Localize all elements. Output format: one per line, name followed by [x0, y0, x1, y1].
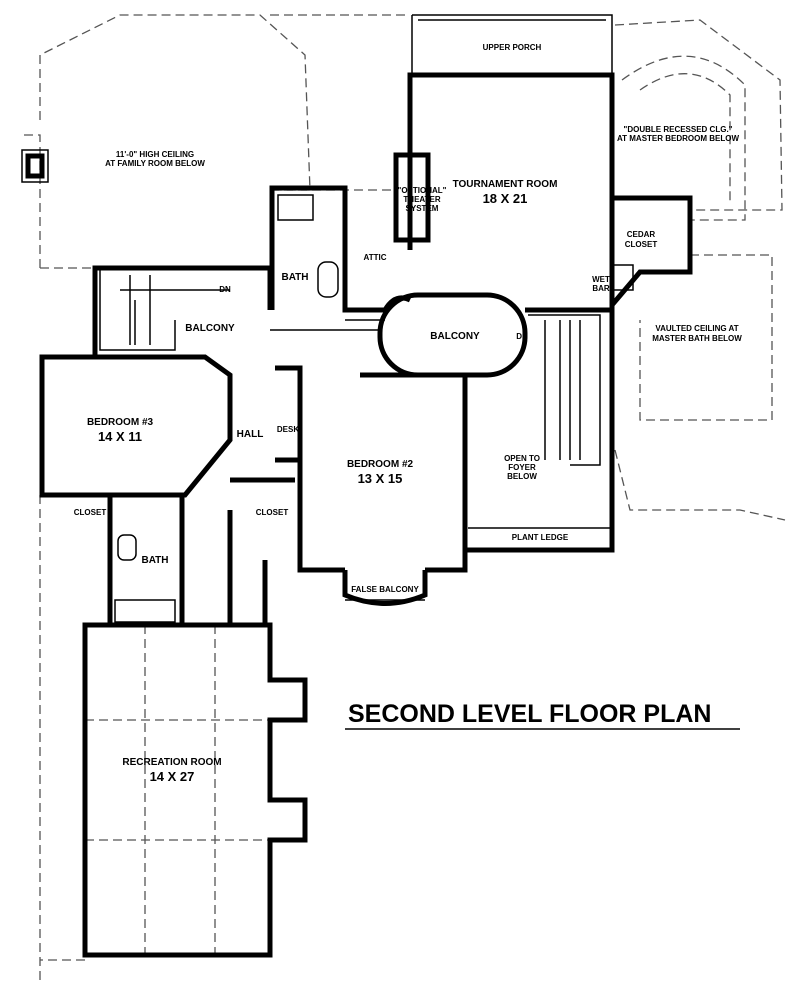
cedar-closet-label-2: CLOSET — [625, 240, 658, 249]
dn-left-label: DN — [219, 285, 231, 294]
hall-label: HALL — [237, 429, 264, 440]
master-bedroom-note-1: "DOUBLE RECESSED CLG." — [624, 125, 733, 134]
recreation-room-size: 14 X 27 — [150, 769, 195, 784]
dn-right-label: DN — [516, 332, 528, 341]
bedroom2-label: BEDROOM #2 — [347, 459, 414, 470]
theater-label-3: SYSTEM — [406, 204, 439, 213]
wet-bar-label-2: BAR — [592, 284, 610, 293]
open-foyer-label-3: BELOW — [507, 472, 537, 481]
master-bath-note-2: MASTER BATH BELOW — [652, 334, 742, 343]
balcony-center-label: BALCONY — [430, 331, 480, 342]
false-balcony-label: FALSE BALCONY — [351, 585, 419, 594]
family-ceiling-note-1: 11'-0" HIGH CEILING — [116, 150, 194, 159]
tournament-room-label: TOURNAMENT ROOM — [453, 179, 558, 190]
balcony-left-label: BALCONY — [185, 323, 235, 334]
recreation-room-label: RECREATION ROOM — [122, 757, 221, 768]
bath-lower-label: BATH — [141, 555, 168, 566]
closet-left-label: CLOSET — [74, 508, 107, 517]
master-bedroom-note-2: AT MASTER BEDROOM BELOW — [617, 134, 740, 143]
open-foyer-label-2: FOYER — [508, 463, 536, 472]
desk-label: DESK — [277, 425, 299, 434]
wet-bar-label-1: WET — [592, 275, 610, 284]
family-ceiling-note-2: AT FAMILY ROOM BELOW — [105, 159, 205, 168]
attic-label: ATTIC — [364, 253, 387, 262]
closet-mid-label: CLOSET — [256, 508, 289, 517]
below-level-outlines — [20, 14, 786, 980]
bath-upper-label: BATH — [281, 272, 308, 283]
theater-label-1: "OPTIONAL" — [398, 186, 447, 195]
ceiling-notes: 11'-0" HIGH CEILING AT FAMILY ROOM BELOW… — [105, 125, 742, 343]
bedroom3-size: 14 X 11 — [98, 429, 142, 444]
interior-lines — [99, 194, 634, 623]
plan-title: SECOND LEVEL FLOOR PLAN — [348, 700, 711, 728]
bedroom2-size: 13 X 15 — [358, 471, 403, 486]
upper-porch-label: UPPER PORCH — [483, 43, 542, 52]
cedar-closet-label-1: CEDAR — [627, 230, 656, 239]
bedroom3-label: BEDROOM #3 — [87, 417, 154, 428]
open-foyer-label-1: OPEN TO — [504, 454, 540, 463]
plant-ledge-label: PLANT LEDGE — [512, 533, 569, 542]
room-labels: UPPER PORCH TOURNAMENT ROOM 18 X 21 "OPT… — [74, 43, 658, 784]
tournament-room-size: 18 X 21 — [483, 191, 528, 206]
master-bath-note-1: VAULTED CEILING AT — [655, 324, 738, 333]
theater-label-2: THEATER — [403, 195, 440, 204]
walls — [21, 14, 693, 958]
